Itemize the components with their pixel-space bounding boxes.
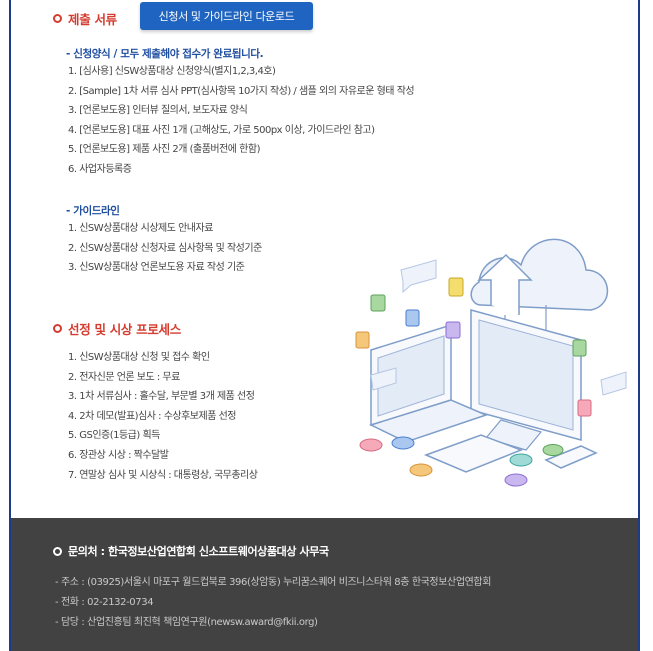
download-button[interactable]: 신청서 및 가이드라인 다운로드 [140,2,313,30]
list-item: 6. 장관상 시상 : 짝수달발 [68,449,169,461]
contact-email[interactable]: - 담당 : 산업진흥팀 최진혁 책임연구원(newsw.award@fkii.… [55,617,318,628]
submission-section-title: 제출 서류 [53,9,117,28]
contact-details: - 주소 : (03925)서울시 마포구 월드컵북로 396(상암동) 누리꿈… [55,573,491,633]
app-tile-icon [355,331,370,349]
process-list: 1. 신SW상품대상 신청 및 접수 확인 2. 전자신문 언론 보도 : 무료… [68,348,258,485]
app-tile-icon [391,436,415,450]
list-item: 2. 전자신문 언론 보도 : 무료 [68,371,180,383]
list-item: 7. 연말상 심사 및 시상식 : 대통령상, 국무총리상 [68,469,258,481]
app-tile-icon [504,473,528,487]
list-item: 3. 1차 서류심사 : 홀수달, 부문별 3개 제품 선정 [68,391,255,403]
guide-heading: - 가이드라인 [66,205,120,217]
contact-footer: 문의처 : 한국정보산업연합회 신소프트웨어상품대상 사무국 - 주소 : (0… [11,518,638,651]
app-tile-icon [572,339,587,357]
laptop-icon [368,323,489,443]
contact-phone: - 전화 : 02-2132-0734 [55,597,154,608]
tablet-icon [423,434,598,473]
app-tile-icon [370,294,386,312]
list-item: 5. [언론보도용] 제품 사진 2개 (출품버전에 한함) [68,144,260,156]
list-item: 1. [심사용] 신SW상품대상 신청양식(별지1,2,3,4호) [68,66,276,77]
list-item: 2. [Sample] 1차 서류 심사 PPT(심사항목 10가지 작성) /… [68,85,415,97]
monitor-icon [470,309,582,451]
guide-list: 1. 신SW상품대상 시상제도 안내자료 2. 신SW상품대상 신청자료 심사항… [68,219,262,278]
list-item: 4. [언론보도용] 대표 사진 1개 (고해상도, 가로 500px 이상, … [68,124,375,136]
guide-link[interactable]: 3. 신SW상품대상 언론보도용 자료 작성 기준 [68,262,245,274]
contact-title-text: 문의처 : 한국정보산업연합회 신소프트웨어상품대상 사무국 [68,545,329,558]
process-title-text: 선정 및 시상 프로세스 [68,322,181,337]
chat-bubble-icon [370,367,397,391]
chat-bubble-icon [400,259,437,294]
cloud-devices-illustration [355,238,627,487]
list-item: 3. [언론보도용] 인터뷰 질의서, 보도자료 양식 [68,105,248,117]
list-item: 5. GS인증(1등급) 획득 [68,430,160,442]
forms-heading: - 신청양식 / 모두 제출해야 접수가 완료됩니다. [66,48,264,60]
list-item: 4. 2차 데모(발표)심사 : 수상후보제품 선정 [68,410,236,422]
app-tile-icon [405,309,420,327]
page-frame [9,0,640,651]
app-tile-icon [359,438,383,452]
list-item: 1. 신SW상품대상 신청 및 접수 확인 [68,352,210,363]
app-tile-icon [509,453,533,467]
app-tile-icon [577,399,592,417]
app-tile-icon [445,321,461,339]
circle-bullet-icon [53,14,62,23]
contact-address: - 주소 : (03925)서울시 마포구 월드컵북로 396(상암동) 누리꿈… [55,577,492,588]
cloud-icon [470,238,608,385]
chat-bubble-icon [600,371,627,396]
guide-link[interactable]: 2. 신SW상품대상 신청자료 심사항목 및 작성기준 [68,242,262,254]
main-content: 제출 서류 신청서 및 가이드라인 다운로드 - 신청양식 / 모두 제출해야 … [11,0,638,518]
forms-list: 1. [심사용] 신SW상품대상 신청양식(별지1,2,3,4호) 2. [Sa… [68,62,415,180]
submission-title-text: 제출 서류 [68,12,117,27]
app-tile-icon [409,463,433,477]
circle-bullet-icon [53,546,62,556]
list-item: 6. 사업자등록증 [68,163,132,175]
contact-title: 문의처 : 한국정보산업연합회 신소프트웨어상품대상 사무국 [53,543,329,559]
app-tile-icon [542,444,564,456]
circle-bullet-icon [53,324,62,333]
guide-link[interactable]: 1. 신SW상품대상 시상제도 안내자료 [68,223,213,234]
process-section-title: 선정 및 시상 프로세스 [53,319,181,338]
app-tile-icon [448,277,464,297]
